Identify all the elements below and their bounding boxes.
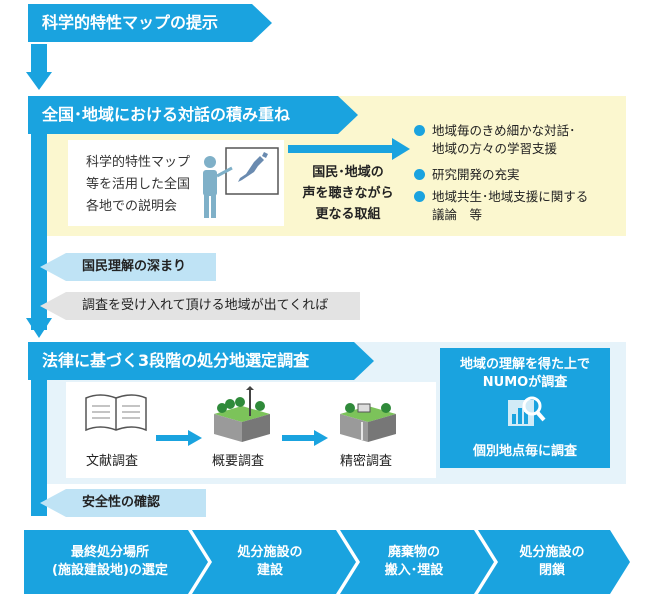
final-step-line: 閉鎖	[538, 563, 565, 578]
final-step-line: 処分施設の	[519, 545, 585, 560]
right-arrow-icon	[282, 430, 328, 446]
timeline-bar	[31, 134, 47, 330]
final-step-2: 処分施設の建設	[210, 530, 330, 594]
briefing-text: 科学的特性マップ 等を活用した全国 各地での説明会	[86, 152, 190, 218]
arrow-label: 国民･地域の 声を聴きながら 更なる取組	[292, 162, 404, 225]
final-step-line: 処分施設の	[237, 545, 303, 560]
stage-label: 精密調査	[340, 454, 393, 469]
bullet-line: 地域共生･地域支援に関する	[432, 189, 589, 204]
numo-line: NUMOが調査	[482, 375, 568, 390]
safety-tag-shape	[40, 489, 206, 517]
stage-label: 概要調査	[212, 454, 265, 469]
numo-line-3: 個別地点毎に調査	[472, 444, 577, 459]
final-step-line: 最終処分場所	[70, 545, 149, 560]
arrow-label-line: 国民･地域の	[312, 165, 384, 180]
step1-title: 科学的特性マップの提示	[42, 13, 219, 32]
right-arrow-icon	[288, 138, 410, 160]
bullet-line: 議論 等	[432, 207, 483, 222]
arrow-label-line: 声を聴きながら	[302, 186, 394, 201]
magnifier-chart-icon	[508, 396, 546, 426]
briefing-line: 各地での説明会	[86, 199, 178, 214]
final-step-line: (施設建設地)の選定	[52, 563, 168, 578]
step2-title: 全国･地域における対話の積み重ね	[42, 105, 291, 124]
step3-title: 法律に基づく3段階の処分地選定調査	[42, 351, 310, 370]
outline-survey-icon	[214, 386, 270, 442]
bullet-item: 地域毎のきめ細かな対話･ 地域の方々の学習支援	[414, 122, 575, 158]
arrow-label-line: 更なる取組	[315, 207, 381, 222]
step3-banner-shape	[28, 342, 374, 380]
numo-line: 地域の理解を得た上で	[459, 357, 590, 372]
safety-tag: 安全性の確認	[82, 495, 161, 510]
step2-banner-shape	[28, 96, 358, 134]
deepen-tag-shape	[40, 253, 216, 281]
bullet-line: 地域の方々の学習支援	[432, 141, 558, 156]
bullet-item: 研究開発の充実	[414, 166, 520, 184]
final-step-line: 廃棄物の	[387, 545, 440, 560]
final-steps-shape	[24, 530, 630, 594]
bullet-item: 地域共生･地域支援に関する 議論 等	[414, 188, 588, 224]
final-step-1: 最終処分場所 (施設建設地)の選定	[30, 530, 190, 594]
down-arrow-icon	[26, 318, 52, 338]
right-arrow-icon	[156, 430, 202, 446]
briefing-line: 等を活用した全国	[86, 177, 191, 192]
stage-label: 文献調査	[86, 454, 139, 469]
book-icon	[85, 394, 147, 432]
final-step-line: 搬入･埋設	[384, 563, 444, 578]
final-step-4: 処分施設の閉鎖	[494, 530, 610, 594]
accept-tag-shape	[40, 292, 360, 320]
briefing-line: 科学的特性マップ	[86, 155, 191, 170]
numo-box-text: 地域の理解を得た上で NUMOが調査	[440, 356, 610, 392]
accept-tag: 調査を受け入れて頂ける地域が出てくれば	[82, 298, 329, 313]
step1-banner-shape	[28, 4, 272, 42]
detailed-survey-icon	[340, 403, 396, 442]
final-step-line: 建設	[256, 563, 283, 578]
timeline-bar	[31, 380, 47, 516]
final-step-3: 廃棄物の搬入･埋設	[356, 530, 472, 594]
bullet-line: 研究開発の充実	[432, 167, 520, 182]
bullet-line: 地域毎のきめ細かな対話･	[432, 123, 576, 138]
down-arrow-icon	[26, 44, 52, 90]
deepen-tag: 国民理解の深まり	[82, 259, 187, 274]
presenter-map-icon	[203, 147, 279, 218]
